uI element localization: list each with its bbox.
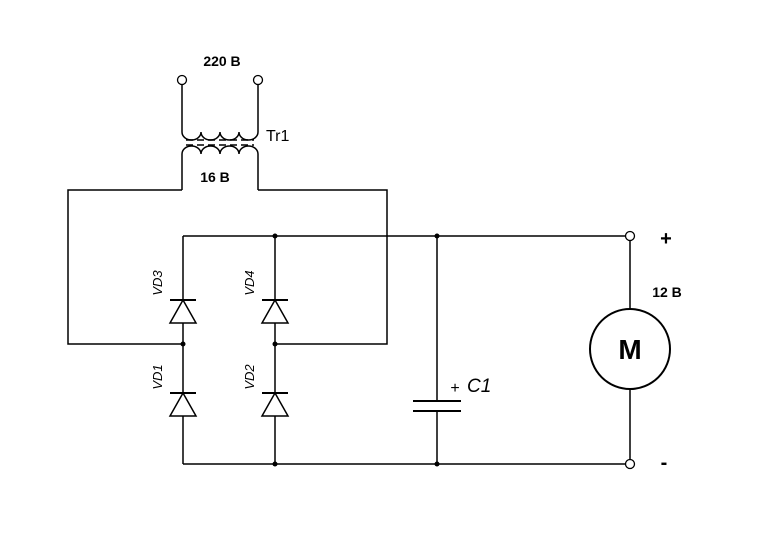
motor-label: M (618, 334, 641, 365)
output-voltage-label: 12 В (652, 284, 682, 300)
output-terminal-negative (624, 458, 636, 470)
capacitor-c1 (413, 236, 461, 464)
diode-label-vd2: VD2 (242, 364, 257, 390)
secondary-voltage-label: 16 В (200, 169, 230, 185)
minus-sign: - (661, 452, 668, 474)
diode-label-vd1: VD1 (150, 364, 165, 389)
input-voltage-label: 220 В (203, 53, 240, 69)
diode-label-vd3: VD3 (150, 270, 165, 296)
output-terminal-positive (624, 230, 636, 242)
capacitor-polarity-sign: + (450, 380, 459, 397)
diode-vd2 (260, 391, 290, 417)
secondary-winding (181, 145, 259, 155)
junction-dots (180, 233, 440, 467)
plus-sign: + (660, 228, 672, 250)
diode-vd3 (168, 298, 198, 324)
secondary-wiring (67, 189, 388, 345)
diode-vd4 (260, 298, 290, 324)
diode-vd1 (168, 391, 198, 417)
input-terminal-left (176, 74, 188, 86)
primary-winding (181, 131, 259, 141)
capacitor-label: C1 (467, 376, 491, 397)
transformer (176, 74, 264, 190)
diode-label-vd4: VD4 (242, 270, 257, 295)
motor (589, 240, 671, 460)
input-terminal-right (252, 74, 264, 86)
transformer-label: Tr1 (266, 128, 290, 145)
